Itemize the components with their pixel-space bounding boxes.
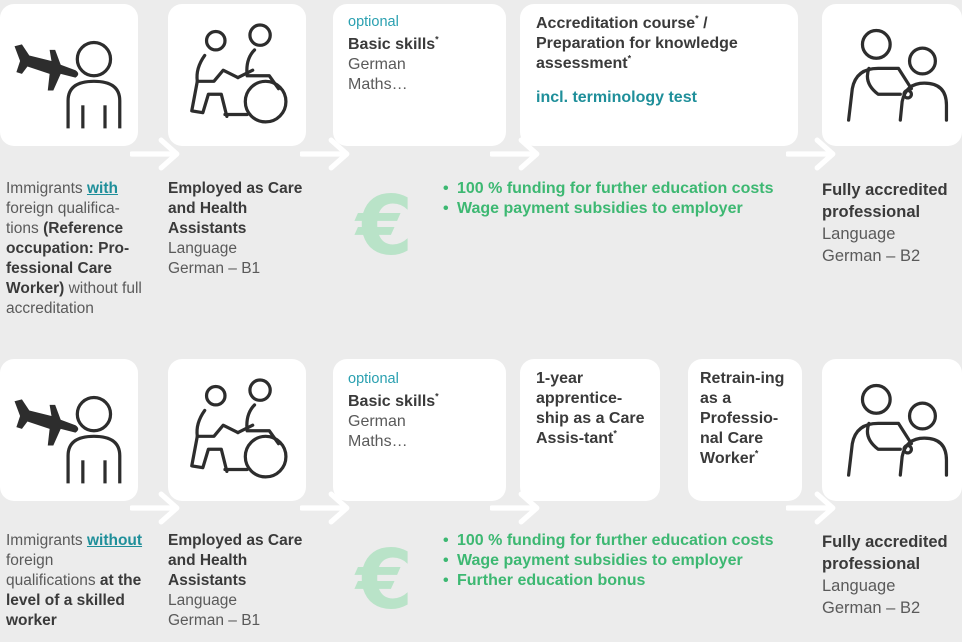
optional-label: optional [348, 14, 399, 30]
row2-employed-label: Employed as Care and Health Assistants L… [168, 532, 303, 629]
basic-skills-item: Maths… [348, 433, 408, 450]
retraining-title: Retrain-ing as a Professio-nal Care Work… [700, 370, 785, 467]
row2-end-label: Fully accredited professional Language G… [822, 533, 948, 617]
row2-funding-list: 100 % funding for further education cost… [443, 531, 823, 591]
basic-skills-title: Basic skills [348, 36, 436, 53]
basic-skills-item: German [348, 56, 406, 73]
row2-apprenticeship-card: 1-year apprentice-ship as a Care Assis-t… [520, 359, 660, 501]
course-title: Accreditation course* / Preparation for … [536, 13, 738, 72]
row1-employed-label: Employed as Care and Health Assistants L… [168, 180, 303, 277]
care-assistance-wheelchair-icon [177, 368, 297, 493]
row2-start-label: Immigrants without foreign qualification… [6, 532, 143, 629]
row1-employed-card [168, 4, 306, 146]
row2-retraining-card: Retrain-ing as a Professio-nal Care Work… [688, 359, 802, 501]
euro-symbol: € [356, 179, 414, 274]
funding-item: Further education bonus [443, 571, 823, 591]
row2-employed-card [168, 359, 306, 501]
row1-end-label: Fully accredited professional Language G… [822, 181, 948, 265]
basic-skills-title: Basic skills [348, 393, 436, 410]
row2-immigrant-card [0, 359, 138, 501]
funding-item: Wage payment subsidies to employer [443, 551, 823, 571]
optional-label: optional [348, 371, 399, 387]
apprenticeship-title: 1-year apprentice-ship as a Care Assis-t… [536, 370, 645, 447]
row1-start-label: Immigrants with foreign qualifica-tions … [6, 180, 142, 317]
funding-item: 100 % funding for further education cost… [443, 179, 823, 199]
row2-professional-card [822, 359, 962, 501]
row1-immigrant-card [0, 4, 138, 146]
funding-item: Wage payment subsidies to employer [443, 199, 823, 219]
funding-item: 100 % funding for further education cost… [443, 531, 823, 551]
euro-symbol: € [356, 533, 414, 628]
row1-basic-skills-card: optional Basic skills* German Maths… [333, 4, 506, 146]
doctor-stethoscope-icon [832, 13, 952, 138]
airplane-person-icon [9, 13, 129, 138]
care-assistance-wheelchair-icon [177, 13, 297, 138]
basic-skills-item: German [348, 413, 406, 430]
row2-basic-skills-card: optional Basic skills* German Maths… [333, 359, 506, 501]
row1-course-card: Accreditation course* / Preparation for … [520, 4, 798, 146]
row1-professional-card [822, 4, 962, 146]
airplane-person-icon [9, 368, 129, 493]
basic-skills-item: Maths… [348, 76, 408, 93]
row1-funding-list: 100 % funding for further education cost… [443, 179, 823, 219]
terminology-note: incl. terminology test [536, 89, 697, 106]
doctor-stethoscope-icon [832, 368, 952, 493]
